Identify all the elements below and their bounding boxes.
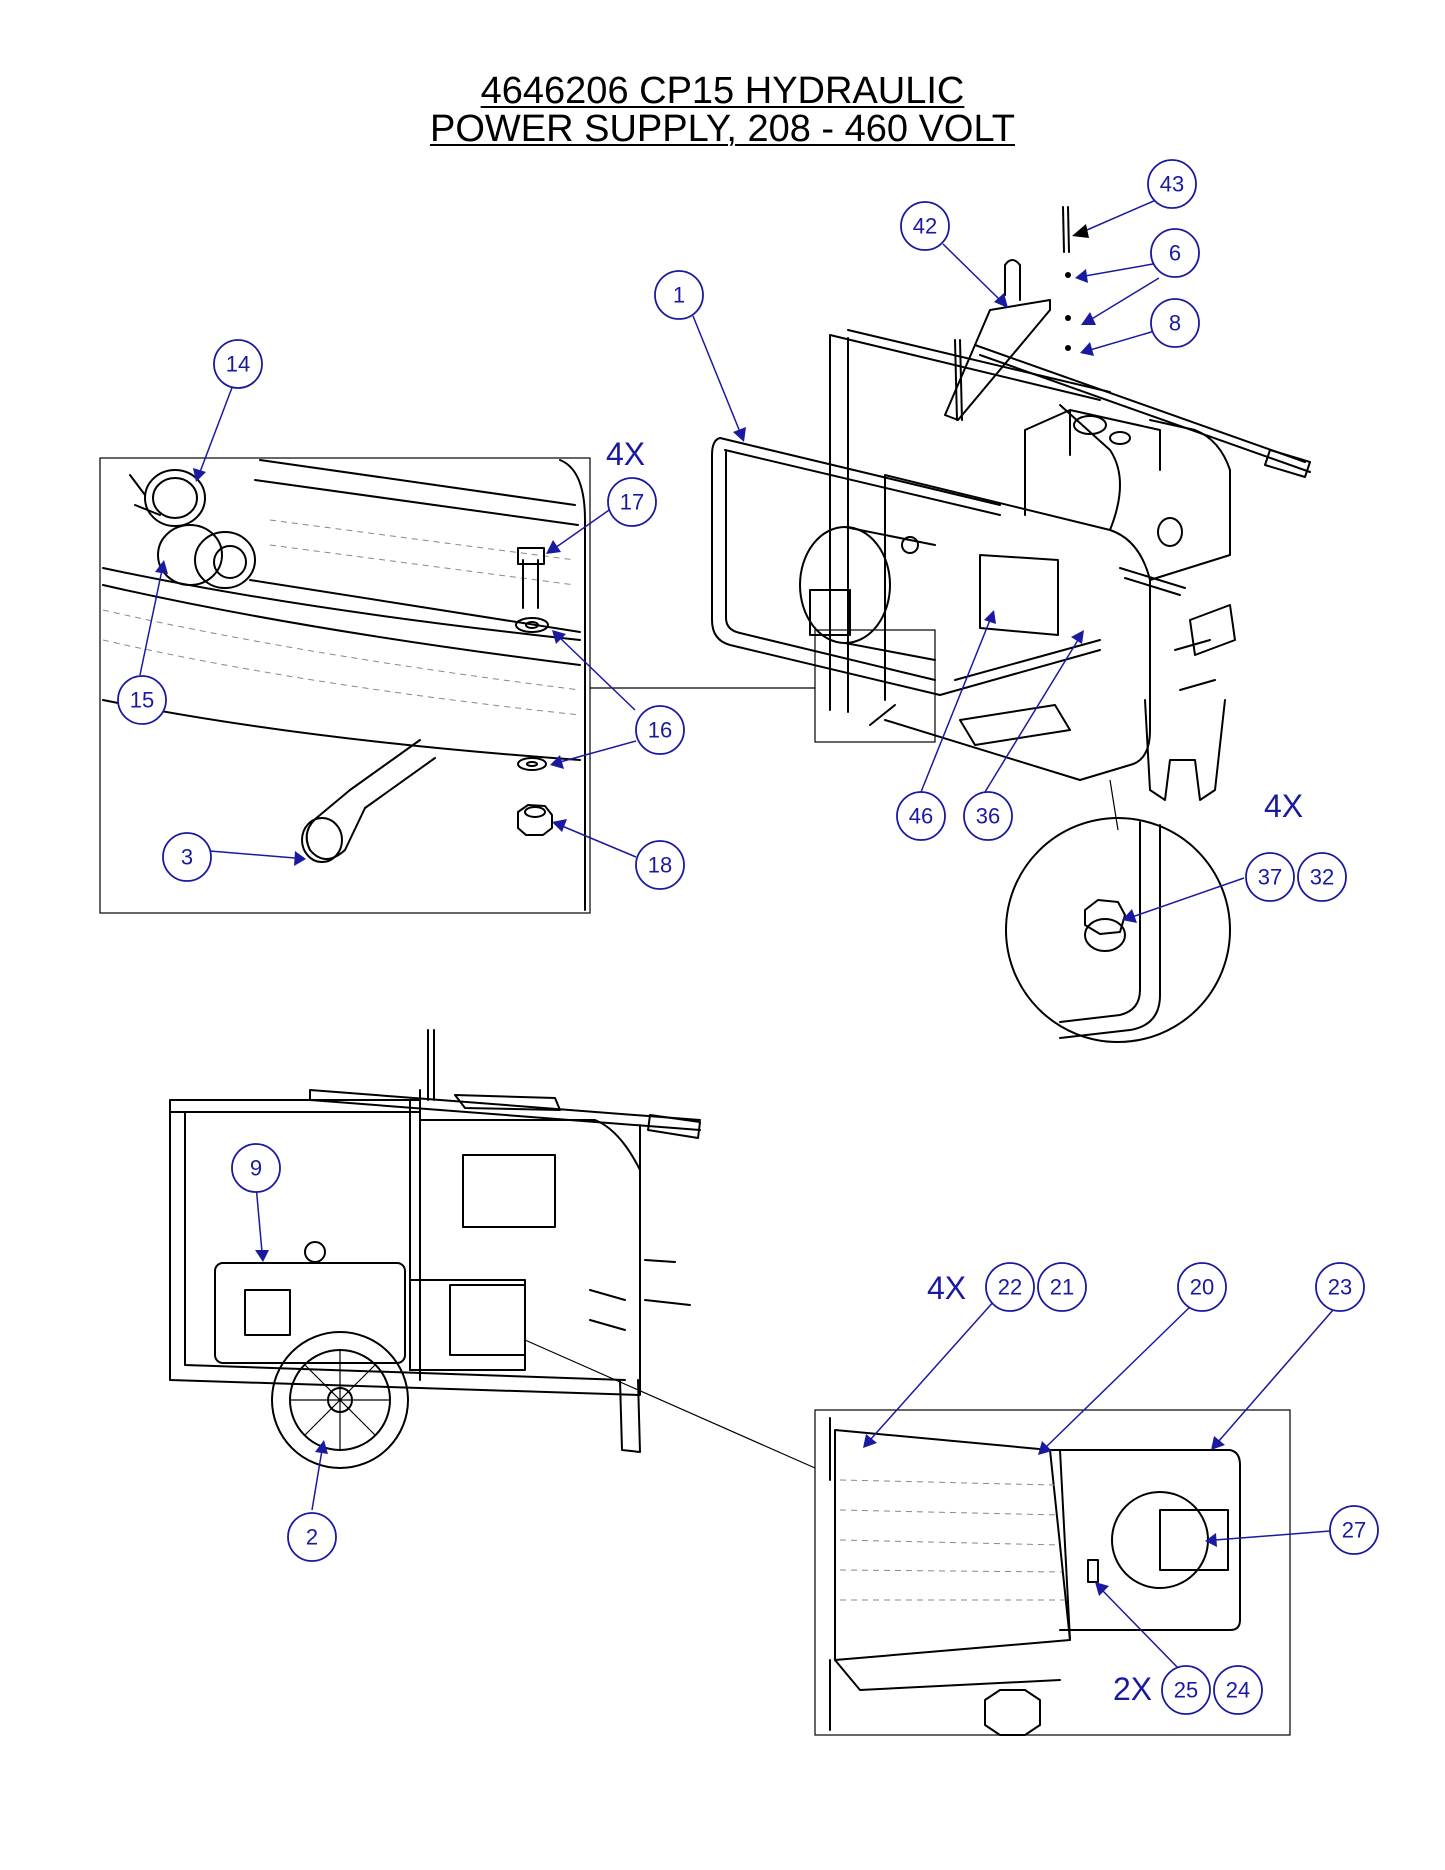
callout-14: 14 bbox=[213, 339, 263, 389]
detail-view-pump bbox=[814, 1409, 1291, 1736]
svg-text:25: 25 bbox=[1174, 1678, 1198, 1703]
callout-20: 20 bbox=[1177, 1262, 1227, 1312]
svg-text:24: 24 bbox=[1226, 1678, 1250, 1703]
svg-text:23: 23 bbox=[1328, 1275, 1352, 1300]
callout-36: 36 bbox=[963, 791, 1013, 841]
drawing-title: 4646206 CP15 HYDRAULIC POWER SUPPLY, 208… bbox=[0, 72, 1445, 148]
svg-text:3: 3 bbox=[181, 845, 193, 870]
side-view-assembly bbox=[169, 1029, 816, 1469]
callout-46: 46 bbox=[896, 791, 946, 841]
callout-9: 9 bbox=[231, 1143, 281, 1193]
svg-text:16: 16 bbox=[648, 718, 672, 743]
callout-18: 18 bbox=[635, 840, 685, 890]
callout-2: 2 bbox=[287, 1512, 337, 1562]
callout-43: 43 bbox=[1147, 159, 1197, 209]
svg-text:17: 17 bbox=[620, 490, 644, 515]
title-line-2: POWER SUPPLY, 208 - 460 VOLT bbox=[429, 108, 1016, 150]
callout-16: 16 bbox=[635, 705, 685, 755]
detail-view-frame-mount bbox=[99, 457, 591, 914]
callout-15: 15 bbox=[117, 675, 167, 725]
svg-text:1: 1 bbox=[673, 283, 685, 308]
main-isometric-assembly bbox=[590, 206, 1311, 831]
callout-24: 24 bbox=[1213, 1665, 1263, 1715]
quantity-label-4x-circle: 4X bbox=[1264, 788, 1303, 824]
svg-text:37: 37 bbox=[1258, 865, 1282, 890]
svg-text:21: 21 bbox=[1050, 1275, 1074, 1300]
svg-text:6: 6 bbox=[1169, 241, 1181, 266]
callout-1: 1 bbox=[654, 270, 704, 320]
callout-37: 37 bbox=[1245, 852, 1295, 902]
svg-text:27: 27 bbox=[1342, 1518, 1366, 1543]
callout-32: 32 bbox=[1297, 852, 1347, 902]
callout-25: 25 bbox=[1161, 1665, 1211, 1715]
callout-27: 27 bbox=[1329, 1505, 1379, 1555]
svg-text:9: 9 bbox=[250, 1156, 262, 1181]
svg-text:20: 20 bbox=[1190, 1275, 1214, 1300]
title-line-1: 4646206 CP15 HYDRAULIC bbox=[480, 70, 965, 112]
callout-leaders bbox=[139, 199, 1341, 1671]
callout-6: 6 bbox=[1150, 228, 1200, 278]
callout-17: 17 bbox=[607, 477, 657, 527]
svg-text:32: 32 bbox=[1310, 865, 1334, 890]
callout-22: 22 bbox=[985, 1262, 1035, 1312]
svg-text:18: 18 bbox=[648, 853, 672, 878]
svg-text:8: 8 bbox=[1169, 311, 1181, 336]
callout-23: 23 bbox=[1315, 1262, 1365, 1312]
callout-3: 3 bbox=[162, 832, 212, 882]
quantity-label-2x-pump: 2X bbox=[1113, 1671, 1152, 1707]
svg-text:14: 14 bbox=[226, 352, 250, 377]
circle-detail-view bbox=[1005, 817, 1231, 1043]
callout-8: 8 bbox=[1150, 298, 1200, 348]
quantity-label-4x-left: 4X bbox=[606, 436, 645, 472]
callout-21: 21 bbox=[1037, 1262, 1087, 1312]
callout-42: 42 bbox=[900, 201, 950, 251]
svg-text:42: 42 bbox=[913, 214, 937, 239]
svg-text:2: 2 bbox=[306, 1525, 318, 1550]
quantity-label-4x-pump: 4X bbox=[927, 1270, 966, 1306]
svg-text:15: 15 bbox=[130, 688, 154, 713]
svg-text:22: 22 bbox=[998, 1275, 1022, 1300]
svg-text:43: 43 bbox=[1160, 172, 1184, 197]
svg-text:46: 46 bbox=[909, 804, 933, 829]
svg-text:36: 36 bbox=[976, 804, 1000, 829]
